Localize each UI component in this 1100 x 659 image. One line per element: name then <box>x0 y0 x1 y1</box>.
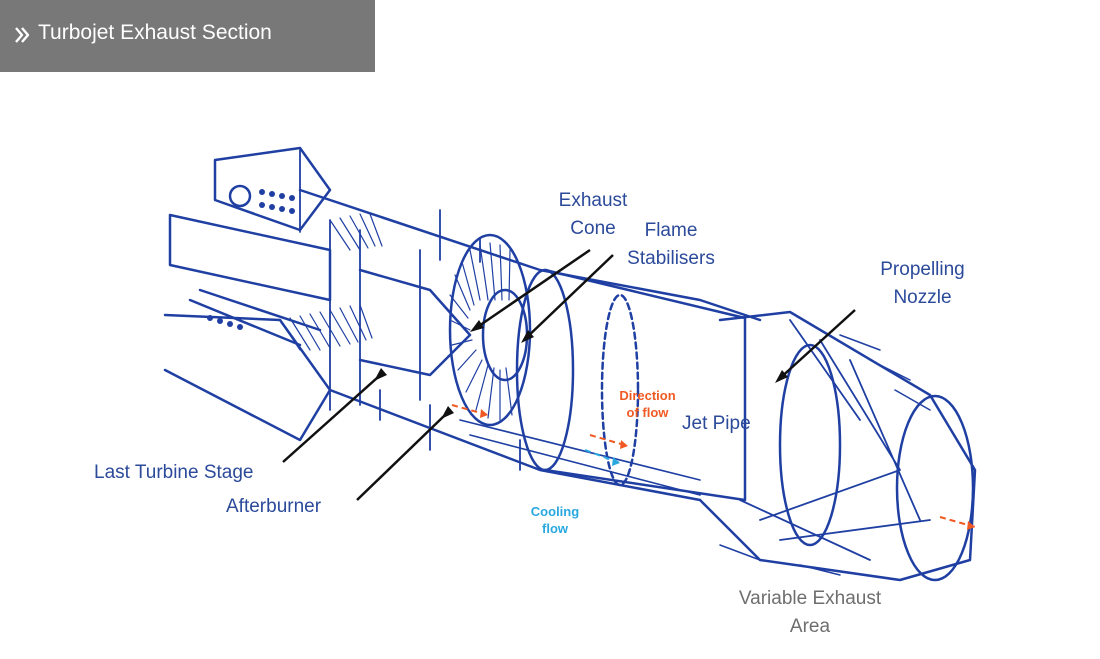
section-header: Turbojet Exhaust Section <box>0 0 375 72</box>
double-chevron-right-icon <box>15 27 30 43</box>
label-afterburner: Afterburner <box>226 496 322 517</box>
leader-flame-stabilisers <box>523 254 614 341</box>
label-last-turbine-stage: Last Turbine Stage <box>94 462 254 483</box>
label-exhaust-cone: Exhaust Cone <box>558 190 628 239</box>
cooling-channel <box>459 419 701 496</box>
nozzle-inner-ring <box>778 343 842 547</box>
nozzle-petals <box>719 334 931 576</box>
jet-pipe-body <box>543 268 747 502</box>
afterburner-ring <box>448 233 532 427</box>
label-flame-stabilisers: Flame Stabilisers <box>627 220 715 269</box>
leader-arrow-heads <box>374 320 788 419</box>
rear-casing-spar <box>188 288 322 347</box>
flow-arrow-heads <box>480 409 975 530</box>
leader-exhaust-cone <box>472 248 591 332</box>
leader-lines <box>282 248 856 501</box>
propelling-nozzle-outline <box>698 310 977 582</box>
label-jet-pipe: Jet Pipe <box>682 413 751 434</box>
casing-ribs <box>299 149 521 471</box>
nozzle-exit-ring <box>895 394 975 582</box>
jet-pipe-front-ring <box>515 268 575 472</box>
label-variable-exhaust-area: Variable Exhaust Area <box>738 588 882 637</box>
nozzle-actuators <box>739 319 931 561</box>
exhaust-cone-body <box>358 268 472 377</box>
engine-casing-outline <box>298 188 762 502</box>
mount-lug <box>228 184 252 208</box>
leader-propelling-nozzle <box>777 309 856 381</box>
label-cooling-flow: Cooling flow <box>530 504 580 536</box>
engine-illustration <box>163 146 977 582</box>
vent-holes <box>207 189 295 330</box>
label-propelling-nozzle: Propelling Nozzle <box>880 259 965 308</box>
label-direction-of-flow: Direction of flow <box>619 388 676 420</box>
leader-last-turbine-stage <box>282 377 378 463</box>
rear-casing-lower <box>163 313 332 442</box>
leader-afterburner <box>356 415 445 501</box>
rear-casing-upper <box>213 146 332 232</box>
rear-casing-shaft <box>168 213 332 302</box>
flame-stabiliser-ring <box>481 288 529 382</box>
jet-pipe-mid-ring <box>600 293 640 487</box>
section-title: Turbojet Exhaust Section <box>38 21 272 44</box>
